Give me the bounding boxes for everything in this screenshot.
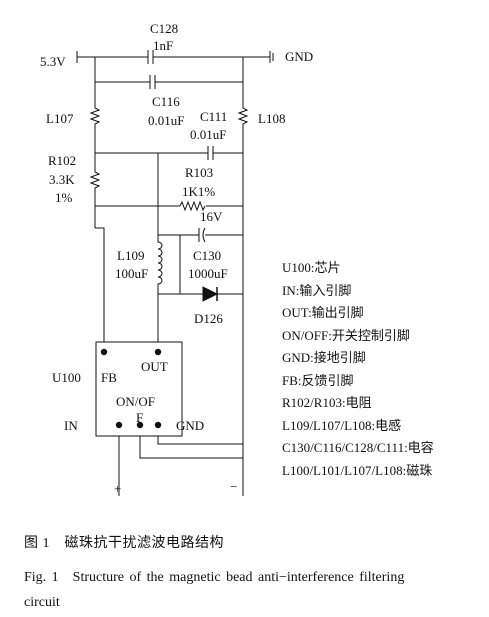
label-plus: + <box>114 481 121 496</box>
pin-fb-dot <box>100 348 108 356</box>
legend-item: L109/L107/L108:电感 <box>282 417 402 433</box>
label-l107: L107 <box>46 111 74 126</box>
legend-item: U100:芯片 <box>282 260 341 275</box>
label-gnd-top: GND <box>285 49 313 64</box>
legend-list: U100:芯片 IN:输入引脚 OUT:输出引脚 ON/OFF:开关控制引脚 G… <box>282 257 434 482</box>
pin-in-dot <box>115 421 123 429</box>
label-r103: R103 <box>185 165 213 180</box>
label-pin-onoff-1: ON/OF <box>116 394 155 409</box>
c16v-wires <box>157 153 243 236</box>
label-l109: L109 <box>117 248 144 263</box>
label-l108: L108 <box>258 111 285 126</box>
resistor-r102 <box>89 153 101 206</box>
label-minus: − <box>230 479 237 494</box>
figure-caption-english-line2: circuit <box>24 595 60 610</box>
label-r103-value: 1K1% <box>182 184 215 199</box>
legend-item: IN:输入引脚 <box>282 282 352 298</box>
label-c116-value: 0.01uF <box>148 113 184 128</box>
pin-onoff-dot <box>136 421 144 429</box>
legend-item: FB:反馈引脚 <box>282 372 354 388</box>
label-c116: C116 <box>152 94 180 109</box>
capacitor-c116 <box>149 75 156 89</box>
legend-item: OUT:输出引脚 <box>282 305 364 320</box>
rail-5v3-terminal <box>76 51 148 63</box>
pin-out-dot <box>154 348 162 356</box>
label-c111: C111 <box>200 109 227 124</box>
inductor-l107 <box>89 82 101 153</box>
label-r102-tol: 1% <box>55 190 73 205</box>
diode-d126 <box>202 286 219 302</box>
inductor-l109 <box>157 235 163 294</box>
pin-gnd-dot <box>154 421 162 429</box>
label-l109-value: 100uF <box>115 266 148 281</box>
label-pin-out: OUT <box>141 359 168 374</box>
label-pin-gnd: GND <box>176 418 204 433</box>
capacitor-c111 <box>207 146 214 160</box>
label-pin-onoff-2: F <box>136 410 143 425</box>
label-u100: U100 <box>52 370 81 385</box>
chip-u100-body <box>95 341 183 437</box>
label-c111-value: 0.01uF <box>190 127 226 142</box>
label-c128: C128 <box>150 21 178 36</box>
label-r102-value: 3.3K <box>49 172 75 187</box>
gnd-terminal <box>269 51 274 63</box>
legend-item: ON/OFF:开关控制引脚 <box>282 327 410 343</box>
label-r102: R102 <box>48 153 76 168</box>
figure-caption-english-line1: Fig. 1 Structure of the magnetic bead an… <box>24 570 405 585</box>
figure-caption-chinese: 图 1 磁珠抗干扰滤波电路结构 <box>24 536 224 551</box>
label-c130: C130 <box>193 248 221 263</box>
label-c130-value: 1000uF <box>188 266 228 281</box>
label-pin-in: IN <box>64 418 78 433</box>
legend-item: GND:接地引脚 <box>282 350 366 365</box>
capacitor-16v <box>198 227 206 243</box>
legend-item: R102/R103:电阻 <box>282 395 372 410</box>
label-16v: 16V <box>200 209 223 224</box>
bottom-gnd-wire <box>139 436 243 459</box>
legend-item: C130/C116/C128/C111:电容 <box>282 440 434 455</box>
inductor-l108 <box>237 82 249 496</box>
resistor-r103 <box>179 200 206 212</box>
fb-wire <box>95 227 105 342</box>
legend-item: L100/L101/L107/L108:磁珠 <box>282 462 433 478</box>
label-d126: D126 <box>194 311 223 326</box>
circuit-schematic: C128 1nF 5.3V GND C116 0.01uF C111 0.01u… <box>40 21 313 496</box>
label-5v3: 5.3V <box>40 54 66 69</box>
c116-wires <box>94 57 244 83</box>
onoff-wire <box>157 436 243 445</box>
label-pin-fb: FB <box>101 370 117 385</box>
label-c128-value: 1nF <box>153 38 173 53</box>
